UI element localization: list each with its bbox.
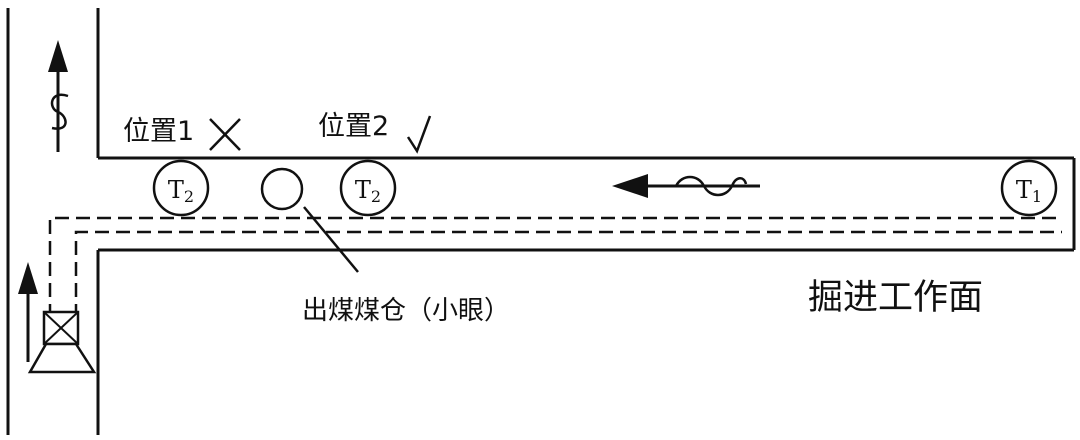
pulley-t2-left-label: T2 — [168, 176, 194, 206]
winch-icon — [27, 310, 97, 374]
pulley-t2-left — [152, 159, 210, 217]
pulley-t2-right — [339, 159, 397, 217]
coal-bunker-leader-line — [303, 206, 359, 273]
working-face-label: 掘进工作面 — [808, 278, 983, 318]
pulley-t1 — [1000, 159, 1058, 217]
up-arrow-icon — [18, 262, 38, 362]
coal-bunker-circle — [260, 167, 304, 211]
left-arrow-icon — [612, 174, 760, 198]
pulley-t1-label: T1 — [1016, 176, 1042, 206]
position-2-label: 位置2 — [318, 111, 389, 142]
check-mark-icon — [406, 115, 432, 154]
position-1-label: 位置1 — [123, 116, 194, 147]
up-arrow-icon — [48, 40, 68, 152]
s-curve-icon — [674, 175, 748, 197]
cross-mark-icon — [209, 118, 241, 151]
coal-bunker-label: 出煤煤仓（小眼） — [302, 296, 510, 326]
pulley-t2-right-label: T2 — [355, 176, 381, 206]
s-curve-icon — [50, 93, 69, 130]
